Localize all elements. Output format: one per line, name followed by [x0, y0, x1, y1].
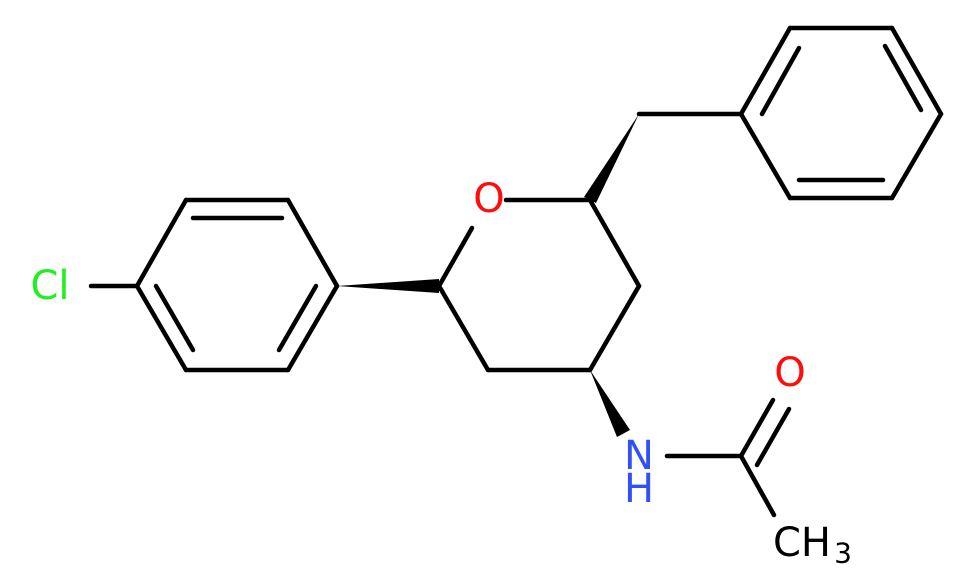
- ring-oxygen-atom-label: O: [473, 176, 504, 222]
- bond: [738, 111, 793, 201]
- bond: [587, 283, 642, 373]
- bond: [587, 197, 642, 289]
- bond: [889, 111, 944, 201]
- bond: [754, 406, 792, 468]
- chlorine-atom-label: Cl: [30, 263, 69, 309]
- methyl-group-label: CH: [773, 520, 831, 566]
- bond: [276, 283, 319, 353]
- bond: [759, 45, 802, 117]
- bond: [738, 397, 776, 459]
- bond: [889, 25, 944, 117]
- pyran-ring: [436, 197, 642, 373]
- stereo-wedge-bond: [590, 370, 630, 437]
- bond: [436, 225, 475, 289]
- bond: [134, 283, 189, 373]
- amide-nitrogen-atom-label: N: [624, 433, 654, 479]
- stereo-wedge-bond: [584, 114, 639, 203]
- bond: [153, 283, 196, 353]
- bond: [738, 25, 793, 117]
- carbonyl-oxygen-atom-label: O: [774, 350, 805, 396]
- bond: [134, 197, 189, 289]
- acetamide-group: [664, 397, 792, 518]
- bond: [285, 283, 340, 373]
- bond: [436, 283, 491, 373]
- phenyl-ring: [738, 25, 944, 201]
- bond: [285, 197, 340, 289]
- chlorophenyl-ring: [88, 197, 340, 373]
- bond: [882, 43, 924, 113]
- bond: [738, 453, 777, 518]
- methyl-subscript-label: 3: [834, 537, 852, 570]
- amide-hydrogen-atom-label: H: [624, 466, 654, 512]
- stereo-wedge-bond: [337, 279, 439, 293]
